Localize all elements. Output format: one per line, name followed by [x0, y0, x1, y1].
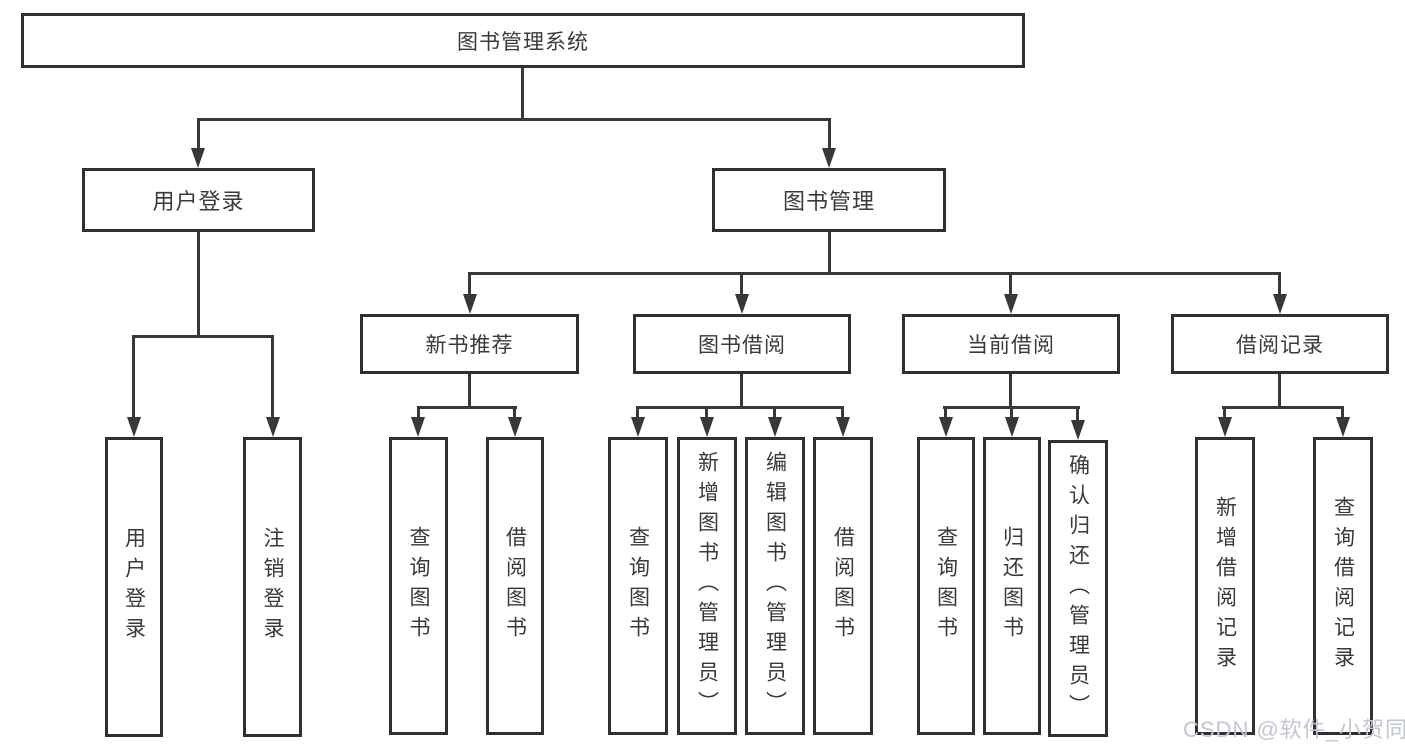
node-new-book-recommend: 新书推荐: [360, 314, 579, 374]
leaf-borrow-add-admin: 新增图书（管理员）: [677, 437, 737, 735]
leaf-logout: 注销登录: [243, 437, 302, 737]
arrow-down-icon: [939, 417, 953, 437]
arrow-down-icon: [463, 294, 477, 314]
leaf-borrow-query: 查询图书: [608, 437, 668, 735]
arrow-down-icon: [735, 294, 749, 314]
arrow-down-icon: [700, 417, 714, 437]
connector-line: [773, 406, 776, 419]
connector-line: [271, 335, 274, 419]
connector-line: [1009, 374, 1012, 408]
connector-line: [828, 118, 831, 150]
connector-line: [1341, 406, 1344, 419]
connector-line: [197, 118, 200, 150]
connector-line: [944, 406, 947, 419]
leaf-borrow-edit-admin: 编辑图书（管理员）: [745, 437, 805, 735]
connector-line: [1076, 406, 1079, 421]
leaf-borrow-borrow: 借阅图书: [813, 437, 873, 735]
node-borrow-record: 借阅记录: [1171, 314, 1389, 374]
connector-line: [513, 406, 516, 419]
connector-line: [740, 272, 743, 296]
arrow-down-icon: [1004, 294, 1018, 314]
connector-line: [197, 232, 200, 337]
leaf-current-return: 归还图书: [983, 437, 1041, 735]
connector-line: [1010, 406, 1013, 419]
arrow-down-icon: [411, 417, 425, 437]
leaf-current-query: 查询图书: [917, 437, 975, 735]
connector-line: [828, 232, 831, 274]
leaf-newbook-query: 查询图书: [389, 437, 448, 735]
connector-line: [468, 272, 471, 296]
arrow-down-icon: [1273, 294, 1287, 314]
leaf-record-add: 新增借阅记录: [1195, 437, 1255, 735]
connector-line: [841, 406, 844, 419]
connector-line: [468, 374, 471, 408]
connector-line: [1222, 406, 1344, 409]
connector-line: [636, 406, 844, 409]
arrow-down-icon: [1218, 417, 1232, 437]
node-current-borrow: 当前借阅: [902, 314, 1120, 374]
connector-line: [1278, 374, 1281, 408]
arrow-down-icon: [508, 417, 522, 437]
leaf-newbook-borrow: 借阅图书: [486, 437, 544, 735]
arrow-down-icon: [1336, 417, 1350, 437]
node-library-system: 图书管理系统: [21, 13, 1025, 68]
connector-line: [417, 406, 420, 419]
connector-line: [197, 118, 831, 121]
connector-line: [1278, 272, 1281, 296]
leaf-user-login: 用户登录: [105, 437, 163, 737]
leaf-current-confirm-admin: 确认归还（管理员）: [1048, 440, 1108, 737]
arrow-down-icon: [1071, 420, 1085, 440]
node-user-login: 用户登录: [82, 168, 315, 232]
connector-line: [132, 335, 274, 338]
arrow-down-icon: [631, 417, 645, 437]
connector-line: [132, 335, 135, 419]
leaf-record-query: 查询借阅记录: [1313, 437, 1373, 735]
connector-line: [636, 406, 639, 419]
connector-line: [705, 406, 708, 419]
arrow-down-icon: [1005, 417, 1019, 437]
arrow-down-icon: [266, 417, 280, 437]
node-book-management: 图书管理: [712, 168, 946, 232]
csdn-watermark: CSDN @软件_小贺同学: [1183, 717, 1405, 742]
arrow-down-icon: [191, 148, 205, 168]
arrow-down-icon: [127, 417, 141, 437]
connector-line: [1223, 406, 1226, 419]
connector-line: [417, 406, 517, 409]
connector-line: [521, 68, 524, 119]
arrow-down-icon: [822, 148, 836, 168]
connector-line: [740, 374, 743, 408]
node-book-borrow: 图书借阅: [633, 314, 851, 374]
arrow-down-icon: [836, 417, 850, 437]
arrow-down-icon: [768, 417, 782, 437]
connector-line: [468, 272, 1281, 275]
connector-line: [1009, 272, 1012, 296]
